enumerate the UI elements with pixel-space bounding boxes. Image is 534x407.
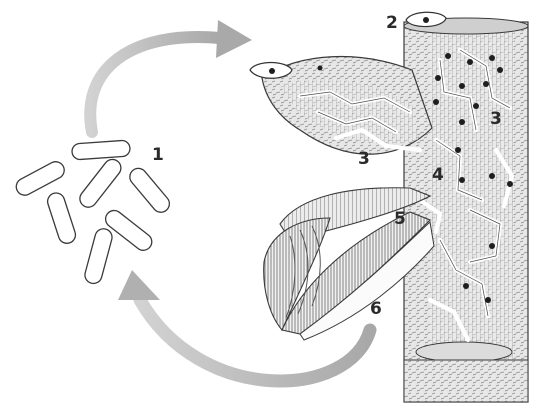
spore <box>126 165 172 216</box>
wood-cell-top <box>406 12 446 26</box>
spores-group <box>13 140 173 285</box>
label-hyphae-branch: 3 <box>358 149 370 169</box>
tree-trunk <box>404 18 528 402</box>
spore <box>45 191 77 246</box>
label-spores: 1 <box>152 145 164 165</box>
spore <box>72 140 131 160</box>
spore <box>83 227 114 285</box>
label-branch-junction: 4 <box>432 165 444 185</box>
label-fruiting-gills: 6 <box>370 299 382 319</box>
cycle-arrow-top <box>90 20 252 132</box>
spore <box>13 159 67 198</box>
branch-tip-cell <box>250 63 292 79</box>
label-hyphae-upper: 3 <box>490 109 502 129</box>
label-wood-cell-top: 2 <box>386 13 398 33</box>
label-fruiting-base: 5 <box>394 209 406 229</box>
spore <box>76 156 124 211</box>
